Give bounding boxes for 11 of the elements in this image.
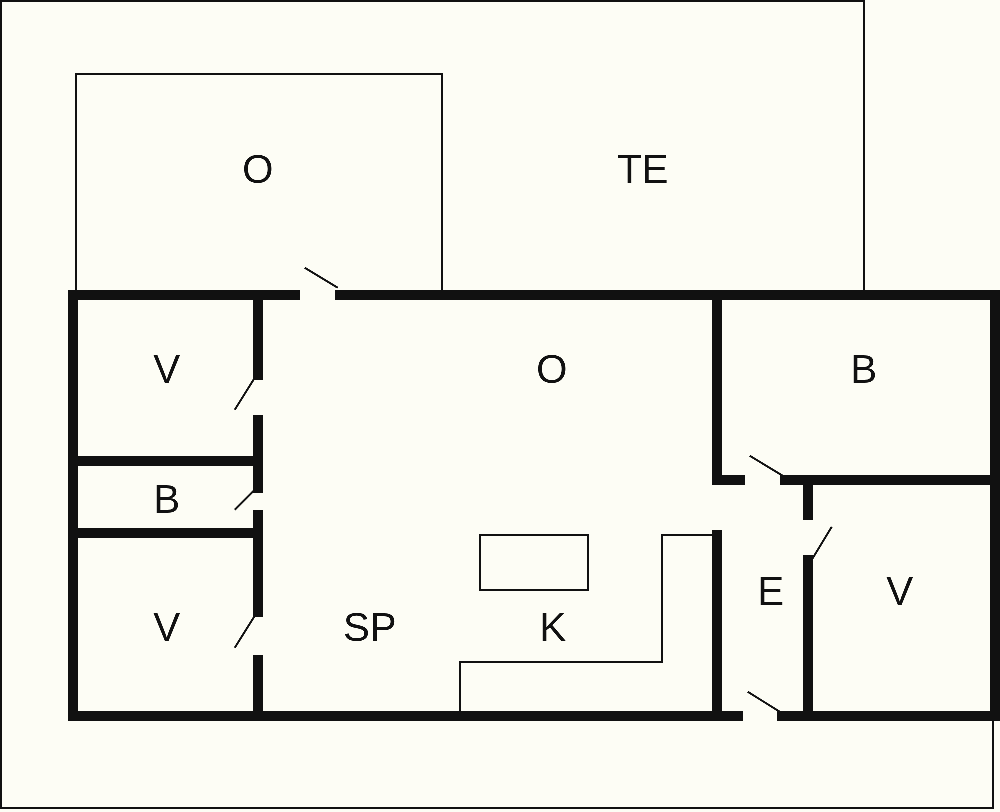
- room-label: O: [242, 150, 274, 190]
- room-label: E: [758, 572, 784, 612]
- room-label: V: [154, 608, 180, 648]
- room-label: K: [540, 608, 566, 648]
- room-label: B: [154, 480, 180, 520]
- room-label: V: [886, 572, 914, 612]
- room-label: O: [536, 350, 568, 390]
- room-label: TE: [617, 150, 669, 190]
- room-label: SP: [343, 608, 397, 648]
- room-label: V: [154, 350, 180, 390]
- room-label: B: [850, 350, 878, 390]
